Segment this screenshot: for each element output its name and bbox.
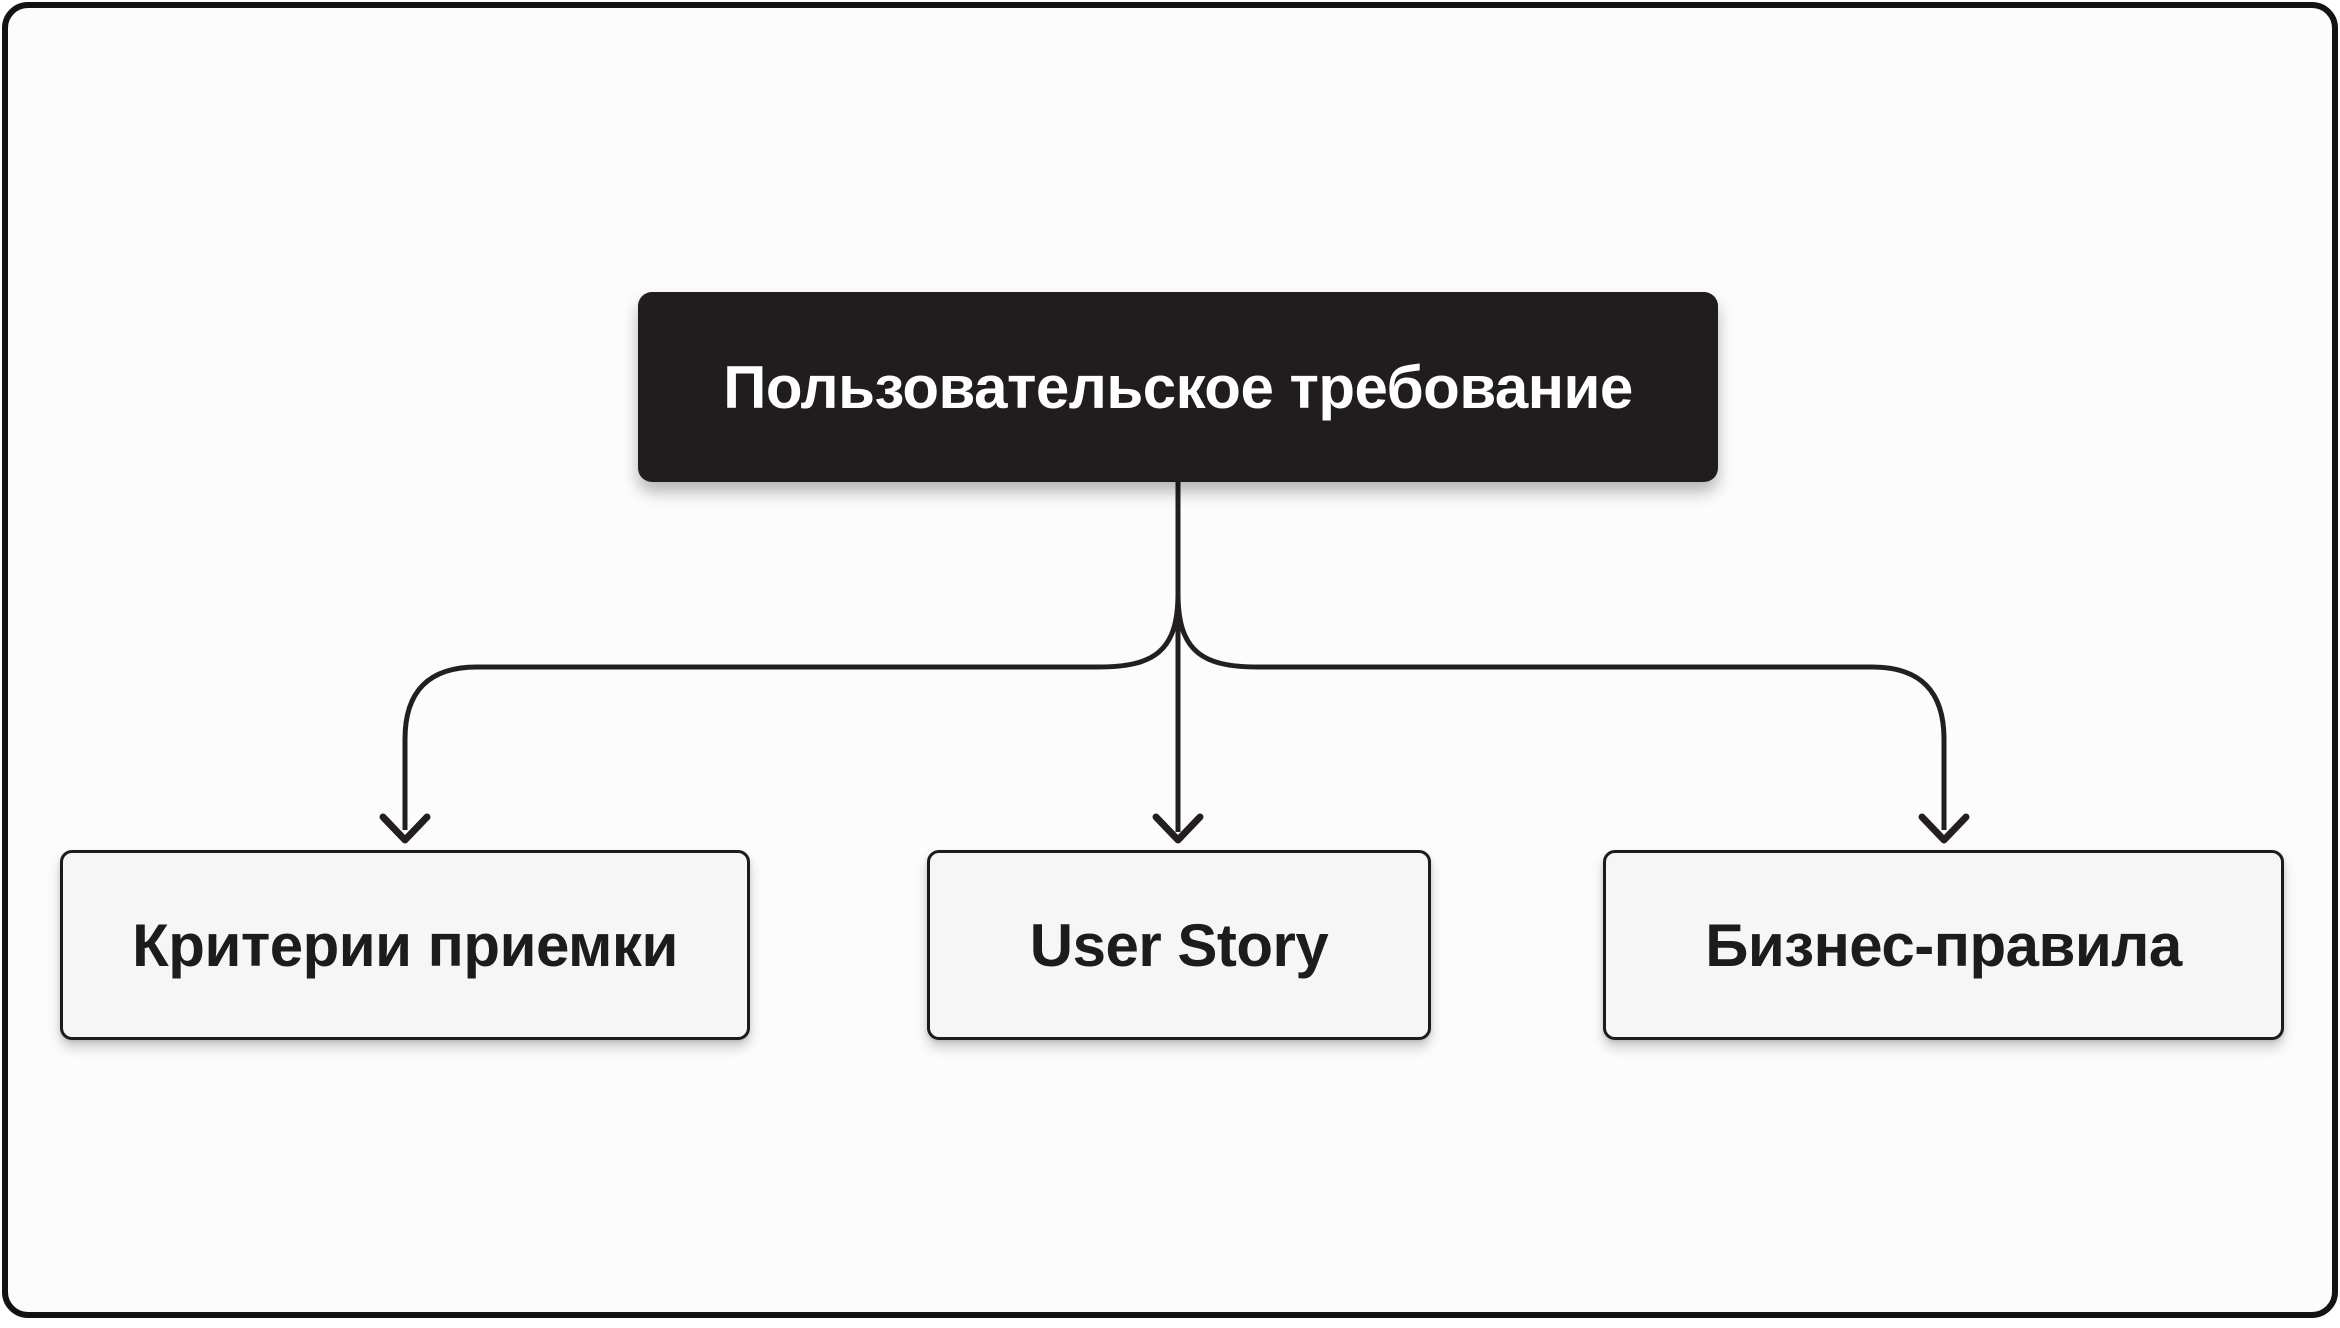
- connector-lines: [8, 8, 2340, 1328]
- connector-right-line: [1178, 594, 1944, 830]
- node-acceptance-criteria: Критерии приемки: [60, 850, 750, 1040]
- connector-left-line: [405, 594, 1178, 830]
- node-user-story-label: User Story: [1030, 911, 1328, 980]
- connector-right-arrowhead-icon: [1922, 817, 1966, 840]
- node-user-story: User Story: [927, 850, 1431, 1040]
- node-acceptance-criteria-label: Критерии приемки: [132, 911, 678, 980]
- connector-center-arrowhead-icon: [1156, 817, 1200, 840]
- node-business-rules-label: Бизнес-правила: [1705, 911, 2182, 980]
- node-business-rules: Бизнес-правила: [1603, 850, 2284, 1040]
- connector-left-arrowhead-icon: [383, 817, 427, 840]
- node-user-requirement-label: Пользовательское требование: [723, 353, 1633, 422]
- node-user-requirement: Пользовательское требование: [638, 292, 1718, 482]
